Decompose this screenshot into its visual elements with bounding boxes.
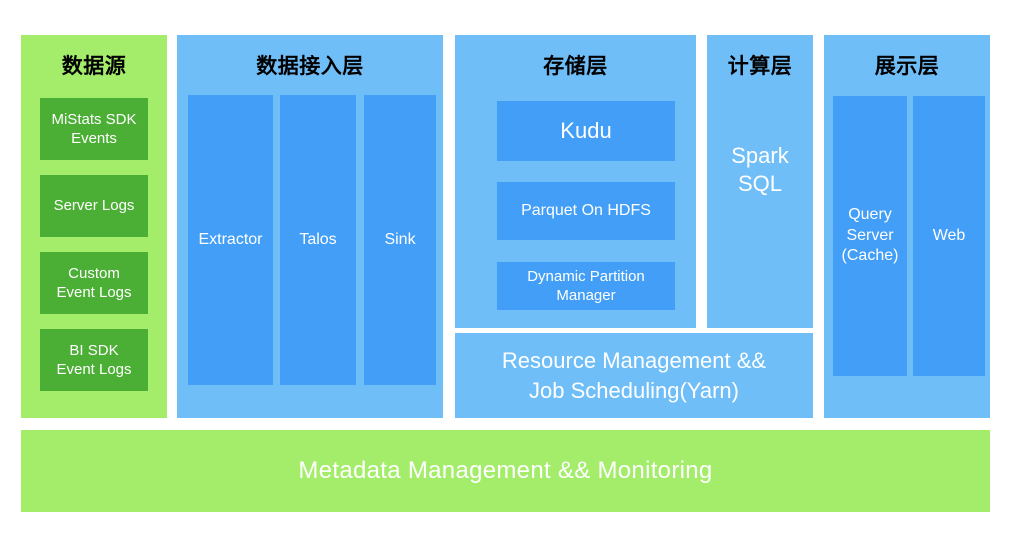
panel-presentation-layer: 展示层 Query Server (Cache) Web bbox=[824, 35, 990, 418]
box-custom-event-logs-label: Custom Event Logs bbox=[56, 264, 132, 301]
box-spark-sql-label: Spark SQL bbox=[731, 142, 789, 196]
box-web[interactable]: Web bbox=[913, 96, 985, 376]
box-sink-label: Sink bbox=[384, 230, 416, 248]
box-query-server-cache[interactable]: Query Server (Cache) bbox=[833, 96, 907, 376]
box-extractor-label: Extractor bbox=[198, 230, 263, 248]
box-talos[interactable]: Talos bbox=[280, 95, 356, 385]
panel-compute-layer: 计算层 Spark SQL bbox=[707, 35, 813, 328]
panel-data-source-title: 数据源 bbox=[61, 55, 127, 78]
box-dynamic-partition-manager[interactable]: Dynamic Partition Manager bbox=[497, 262, 675, 310]
box-kudu[interactable]: Kudu bbox=[497, 101, 675, 161]
panel-ingestion-layer: 数据接入层 Extractor Talos Sink bbox=[177, 35, 443, 418]
box-server-logs[interactable]: Server Logs bbox=[40, 175, 148, 237]
banner-metadata-management-monitoring[interactable]: Metadata Management && Monitoring bbox=[21, 430, 990, 512]
box-custom-event-logs[interactable]: Custom Event Logs bbox=[40, 252, 148, 314]
box-extractor[interactable]: Extractor bbox=[188, 95, 273, 385]
box-talos-label: Talos bbox=[299, 230, 337, 248]
panel-data-source: 数据源 MiStats SDK Events Server Logs Custo… bbox=[21, 35, 167, 418]
bar-resource-management-yarn[interactable]: Resource Management && Job Scheduling(Ya… bbox=[455, 333, 813, 418]
bar-resource-management-yarn-label: Resource Management && Job Scheduling(Ya… bbox=[501, 348, 767, 403]
panel-presentation-layer-title: 展示层 bbox=[874, 55, 940, 78]
box-mistats-sdk-events-label: MiStats SDK Events bbox=[51, 110, 137, 147]
box-sink[interactable]: Sink bbox=[364, 95, 436, 385]
banner-metadata-management-monitoring-label: Metadata Management && Monitoring bbox=[298, 457, 713, 484]
box-bi-sdk-event-logs[interactable]: BI SDK Event Logs bbox=[40, 329, 148, 391]
box-dynamic-partition-manager-label: Dynamic Partition Manager bbox=[527, 267, 645, 304]
panel-storage-layer: 存储层 Kudu Parquet On HDFS Dynamic Partiti… bbox=[455, 35, 696, 328]
box-parquet-on-hdfs[interactable]: Parquet On HDFS bbox=[497, 182, 675, 240]
panel-storage-layer-title: 存储层 bbox=[543, 55, 608, 78]
panel-ingestion-layer-title: 数据接入层 bbox=[256, 55, 364, 78]
panel-compute-layer-title: 计算层 bbox=[727, 55, 793, 78]
box-mistats-sdk-events[interactable]: MiStats SDK Events bbox=[40, 98, 148, 160]
box-kudu-label: Kudu bbox=[560, 117, 612, 143]
box-bi-sdk-event-logs-label: BI SDK Event Logs bbox=[56, 341, 132, 378]
box-spark-sql[interactable]: Spark SQL bbox=[707, 125, 813, 215]
box-server-logs-label: Server Logs bbox=[53, 197, 135, 215]
box-parquet-on-hdfs-label: Parquet On HDFS bbox=[521, 201, 651, 219]
box-query-server-cache-label: Query Server (Cache) bbox=[841, 206, 899, 265]
box-web-label: Web bbox=[932, 226, 966, 244]
